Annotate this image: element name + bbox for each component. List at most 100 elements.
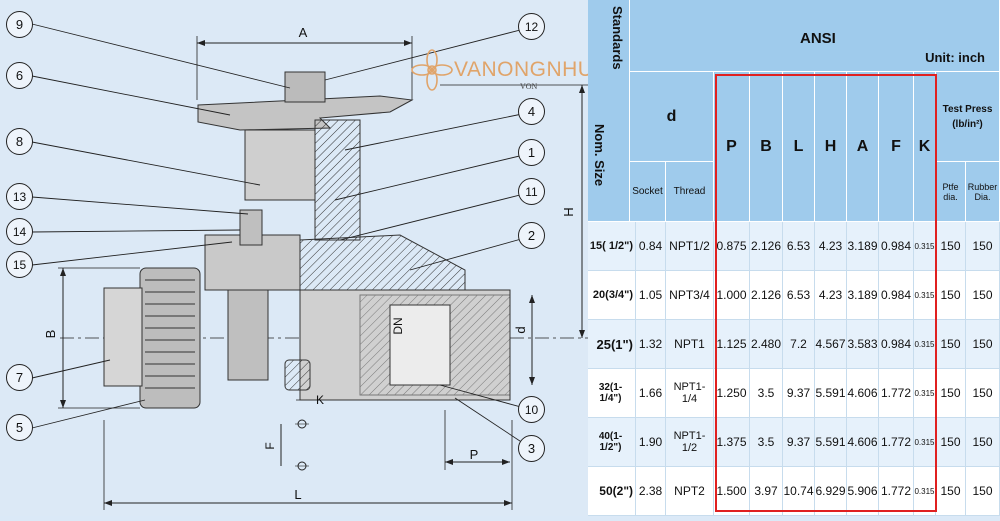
- test-press-unit: (lb/in²): [952, 118, 983, 130]
- table-cell: NPT1: [666, 320, 714, 369]
- table-cell: 150: [936, 320, 966, 369]
- table-cell: 1.32: [636, 320, 666, 369]
- table-cell: 1.000: [714, 271, 750, 320]
- ansi-label: ANSI: [800, 30, 836, 47]
- col-header-B: B: [750, 72, 783, 222]
- table-cell: 0.984: [879, 320, 914, 369]
- nom-size-label: Nom. Size: [592, 124, 607, 187]
- highlight-box: [715, 74, 937, 512]
- table-cell: 2.480: [750, 320, 783, 369]
- dim-label-F: F: [263, 442, 277, 450]
- ansi-header: ANSI Unit: inch: [630, 0, 1000, 72]
- valve-drawing: 9 6 8 13 14 15 7 5 12 4 1 11 2 10 3 A H …: [6, 11, 588, 510]
- table-row-size: 20(3/4"): [588, 271, 636, 320]
- table-cell: 7.2: [783, 320, 815, 369]
- table-cell: NPT1-1/2: [666, 418, 714, 467]
- table-cell: 5.591: [815, 418, 847, 467]
- table-cell: 6.53: [783, 222, 815, 271]
- table-cell: 4.23: [815, 271, 847, 320]
- table-cell: 4.606: [847, 418, 879, 467]
- table-cell: 0.875: [714, 222, 750, 271]
- callout-9: 9: [6, 11, 33, 38]
- table-cell: 1.66: [636, 369, 666, 418]
- table-cell: 3.5: [750, 418, 783, 467]
- callout-1: 1: [518, 139, 545, 166]
- table-cell: 150: [966, 271, 1000, 320]
- table-cell: 5.591: [815, 369, 847, 418]
- table-row-size: 15( 1/2"): [588, 222, 636, 271]
- table-cell: 3.189: [847, 222, 879, 271]
- table-cell: 9.37: [783, 369, 815, 418]
- valve-cross-section-svg: [31, 23, 588, 510]
- table-row-size: 40(1-1/2"): [588, 418, 636, 467]
- callout-15: 15: [6, 251, 33, 278]
- table-cell: 150: [966, 320, 1000, 369]
- table-cell: 150: [966, 418, 1000, 467]
- callout-5: 5: [6, 414, 33, 441]
- callout-7: 7: [6, 364, 33, 391]
- thread-header: Thread: [666, 162, 714, 222]
- ptfe-header: Ptfe dia.: [936, 162, 966, 222]
- table-cell: 5.906: [847, 467, 879, 516]
- col-header-H: H: [815, 72, 847, 222]
- table-cell: 0.984: [879, 222, 914, 271]
- table-cell: 4.567: [815, 320, 847, 369]
- table-cell: 1.772: [879, 418, 914, 467]
- table-cell: 10.74: [783, 467, 815, 516]
- callout-11: 11: [518, 178, 545, 205]
- test-press-header: Test Press (lb/in²): [936, 72, 1000, 162]
- table-cell: NPT1/2: [666, 222, 714, 271]
- callout-4: 4: [518, 98, 545, 125]
- callout-12: 12: [518, 13, 545, 40]
- table-cell: 150: [966, 222, 1000, 271]
- callout-14: 14: [6, 218, 33, 245]
- table-cell: 1.375: [714, 418, 750, 467]
- table-cell: 0.984: [879, 271, 914, 320]
- rubber-header: Rubber Dia.: [966, 162, 1000, 222]
- table-row-size: 32(1-1/4"): [588, 369, 636, 418]
- callout-2: 2: [518, 222, 545, 249]
- unit-label: Unit: inch: [925, 50, 985, 65]
- table-cell: 3.189: [847, 271, 879, 320]
- dim-label-P: P: [469, 446, 479, 462]
- dim-label-DN: DN: [391, 317, 405, 335]
- table-cell: 150: [966, 467, 1000, 516]
- table-cell: 1.500: [714, 467, 750, 516]
- table-cell: 150: [936, 418, 966, 467]
- table-row-size: 25(1"): [588, 320, 636, 369]
- table-cell: 1.250: [714, 369, 750, 418]
- col-header-A: A: [847, 72, 879, 222]
- col-header-P: P: [714, 72, 750, 222]
- table-cell: 1.05: [636, 271, 666, 320]
- table-cell: 4.23: [815, 222, 847, 271]
- callout-13: 13: [6, 183, 33, 210]
- table-cell: 4.606: [847, 369, 879, 418]
- dim-label-A: A: [298, 24, 308, 40]
- table-cell: 150: [936, 271, 966, 320]
- table-cell: 9.37: [783, 418, 815, 467]
- socket-header: Socket: [630, 162, 666, 222]
- col-header-L: L: [783, 72, 815, 222]
- table-cell: 150: [936, 222, 966, 271]
- table-cell: NPT3/4: [666, 271, 714, 320]
- standards-header: Standards Nom. Size: [588, 0, 630, 222]
- table-cell: 150: [936, 467, 966, 516]
- table-cell: 0.84: [636, 222, 666, 271]
- table-cell: 150: [966, 369, 1000, 418]
- watermark-subtext: VON: [520, 82, 538, 91]
- standards-label: Standards: [610, 6, 625, 70]
- d-header: d: [630, 72, 714, 162]
- table-cell: 3.5: [750, 369, 783, 418]
- flower-logo-icon: [411, 49, 453, 91]
- table-cell: 3.583: [847, 320, 879, 369]
- callout-3: 3: [518, 435, 545, 462]
- spec-table: Standards Nom. Size ANSI Unit: inch d So…: [588, 0, 1000, 516]
- callout-6: 6: [6, 62, 33, 89]
- table-cell: 2.126: [750, 271, 783, 320]
- col-header-F: F: [879, 72, 914, 222]
- table-cell: 3.97: [750, 467, 783, 516]
- table-cell: 1.125: [714, 320, 750, 369]
- table-cell: 6.929: [815, 467, 847, 516]
- dim-label-L: L: [294, 486, 302, 502]
- dim-label-B: B: [42, 329, 58, 339]
